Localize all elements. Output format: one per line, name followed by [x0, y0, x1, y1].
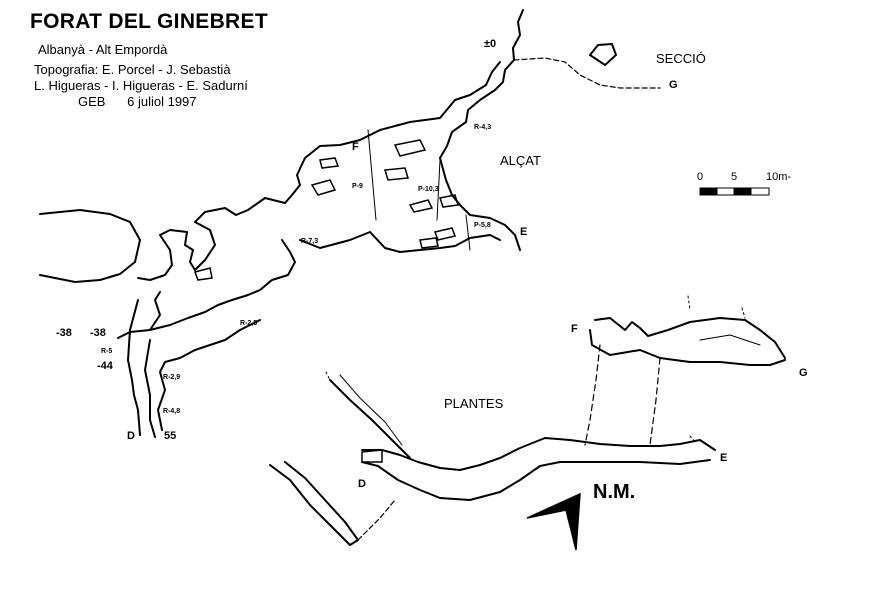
plans-label: PLANTES — [444, 396, 504, 411]
plan-dashed-d — [357, 499, 396, 541]
point-d-elevation: D — [127, 430, 135, 442]
depth-55: 55 — [164, 430, 177, 442]
pitch-r29: R-2,9 — [163, 374, 181, 381]
pitch-r5: R-5 — [101, 348, 113, 355]
credits-line-2: L. Higueras - I. Higueras - E. Sadurní — [34, 78, 248, 93]
section-gallery — [513, 57, 661, 89]
pitch-r25: R-2,5 — [240, 320, 258, 327]
plan-upper-outline-bottom — [589, 329, 786, 366]
plan-dashed-e — [649, 357, 661, 446]
boulders — [194, 139, 459, 463]
scale-bar — [699, 187, 770, 196]
elevation-shaft-down — [127, 291, 161, 438]
credits-line-3: GEB 6 juliol 1997 — [78, 94, 197, 109]
point-d-plan: D — [358, 478, 366, 490]
pitch-p58: P-5,8 — [474, 222, 491, 229]
scale-label-10: 10m- — [766, 171, 792, 183]
elevation-gallery-left — [137, 197, 286, 281]
north-arrow-icon — [526, 492, 581, 551]
section-rock — [589, 43, 617, 66]
scale-label-5: 5 — [731, 171, 738, 183]
elevation-roof — [284, 61, 501, 204]
plan-lower-outline-top — [361, 437, 716, 471]
page-title: FORAT DEL GINEBRET — [30, 10, 268, 33]
depth-38a: -38 — [56, 327, 72, 339]
north-label: N.M. — [593, 481, 636, 503]
point-e-plan: E — [720, 452, 728, 464]
point-f-elevation: F — [352, 141, 359, 153]
point-e-elevation: E — [520, 226, 528, 238]
elevation-big-chamber — [39, 209, 141, 283]
plan-lower-branch-2 — [339, 374, 403, 446]
pitch-p103: P-10,3 — [418, 186, 439, 193]
plan-left-arm — [269, 461, 359, 546]
scale-label-0: 0 — [697, 171, 704, 183]
depth-zero: ±0 — [484, 38, 497, 50]
plan-upper-outline-top — [594, 317, 786, 359]
elevation-mid-wall — [157, 319, 261, 431]
pitch-r43: R-4,3 — [474, 124, 492, 131]
elevation-shaft-line-1 — [367, 129, 377, 221]
section-label: SECCIÓ — [656, 51, 706, 66]
credits-line-1: Topografia: E. Porcel - J. Sebastià — [34, 62, 231, 77]
elevation-label: ALÇAT — [500, 153, 541, 168]
location-text: Albanyà - Alt Empordà — [38, 42, 168, 57]
elevation-shaft-line-3 — [465, 214, 471, 251]
elevation-shaft-line-2 — [436, 159, 441, 221]
depth-38b: -38 — [90, 327, 106, 339]
pitch-r48: R-4,8 — [163, 408, 181, 415]
plan-upper-inner — [699, 334, 761, 346]
pitch-r73: R-7,3 — [301, 238, 319, 245]
depth-44: -44 — [97, 360, 113, 372]
elevation-gallery-down — [117, 239, 296, 339]
plan-dotted-top — [325, 295, 746, 443]
pitch-p9: P-9 — [352, 183, 363, 190]
point-f-plan: F — [571, 323, 578, 335]
plan-dashed-f — [584, 344, 601, 446]
point-g-plan: G — [799, 367, 808, 379]
elevation-lower-floor — [299, 231, 501, 253]
plan-lower-outline-bottom — [361, 459, 711, 501]
point-g-elevation: G — [669, 79, 678, 91]
elevation-wall-upper — [439, 9, 524, 251]
plan-lower-branch — [329, 379, 411, 459]
